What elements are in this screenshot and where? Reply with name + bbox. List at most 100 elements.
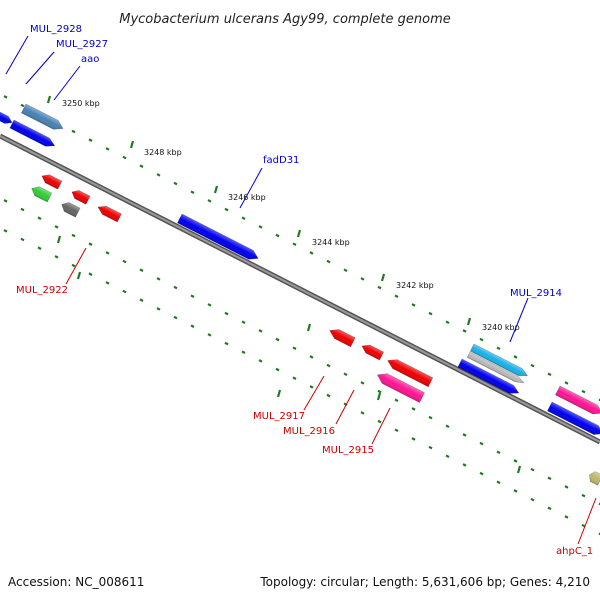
tick-dot-99 — [462, 463, 467, 467]
gene-mul-2917[interactable] — [327, 326, 356, 348]
tick-dot-89 — [292, 376, 297, 381]
tick-dot-52 — [275, 337, 280, 342]
major-tick-0 — [46, 95, 52, 104]
tick-label-3248: 3248 kbp — [144, 148, 182, 157]
gene-mul-2928[interactable] — [0, 109, 14, 126]
major-tick-9 — [516, 465, 522, 474]
gene-gray[interactable] — [59, 200, 81, 218]
tick-dot-77 — [88, 272, 93, 276]
gene-mul-2915-pink[interactable] — [375, 370, 425, 403]
major-tick-2 — [213, 185, 219, 194]
tick-dot-50 — [241, 320, 246, 324]
gene-label-mul-2914[interactable]: MUL_2914 — [510, 288, 562, 299]
major-tick-8 — [376, 392, 382, 401]
tick-label-3240: 3240 kbp — [482, 323, 520, 332]
tick-dot-90 — [309, 385, 314, 389]
tick-dot-78 — [105, 281, 110, 285]
tick-dot-94 — [377, 419, 382, 424]
callout-ahpc-1 — [577, 497, 597, 545]
tick-dot-38 — [37, 216, 42, 220]
tick-dot-93 — [360, 411, 365, 415]
gene-red-2[interactable] — [70, 188, 91, 205]
tick-dot-66 — [513, 459, 518, 463]
gene-label-mul-2915[interactable]: MUL_2915 — [322, 445, 374, 456]
gene-silver[interactable] — [466, 351, 525, 386]
gene-ahpc-1[interactable] — [587, 470, 600, 486]
tick-dot-21 — [360, 277, 365, 281]
tick-label-3250: 3250 kbp — [62, 99, 100, 108]
tick-dot-91 — [326, 393, 331, 398]
tick-dot-48 — [207, 303, 212, 307]
tick-dot-47 — [190, 294, 195, 298]
tick-dot-58 — [377, 389, 382, 394]
tick-dot-79 — [122, 289, 127, 294]
tick-dot-61 — [428, 415, 433, 420]
tick-dot-49 — [224, 311, 229, 316]
major-tick-5 — [466, 317, 472, 326]
tick-dot-36 — [3, 199, 8, 203]
gene-features — [0, 103, 600, 486]
tick-dot-5 — [88, 138, 93, 142]
tick-dot-24 — [411, 303, 416, 307]
tick-dot-88 — [275, 367, 280, 372]
tick-dot-11 — [190, 190, 195, 194]
tick-dot-15 — [258, 225, 263, 229]
tick-dot-0 — [3, 95, 8, 99]
tick-dot-46 — [173, 285, 178, 290]
tick-dot-82 — [173, 315, 178, 320]
callout-aao — [53, 65, 81, 101]
gene-label-mul-2916[interactable]: MUL_2916 — [283, 426, 335, 437]
tick-dot-83 — [190, 324, 195, 328]
tick-dot-81 — [156, 307, 161, 311]
gene-mul-2927[interactable] — [9, 119, 57, 150]
tick-dot-97 — [428, 445, 433, 450]
tick-dot-102 — [513, 489, 518, 493]
tick-dot-14 — [241, 216, 246, 220]
tick-dot-76 — [71, 263, 76, 268]
tick-dot-41 — [88, 242, 93, 246]
major-tick-10 — [76, 271, 82, 280]
tick-dot-13 — [224, 207, 229, 212]
gene-label-mul-2928[interactable]: MUL_2928 — [30, 24, 82, 35]
tick-dot-60 — [411, 407, 416, 411]
gene-label-mul-2927[interactable]: MUL_2927 — [56, 39, 108, 50]
tick-dot-37 — [20, 207, 25, 212]
tick-dot-75 — [54, 255, 59, 259]
callout-mul-2915 — [371, 407, 391, 445]
accession-text: Accession: NC_008611 — [8, 575, 144, 589]
gene-label-fadd31[interactable]: fadD31 — [263, 155, 299, 166]
tick-dot-23 — [394, 294, 399, 299]
tick-dot-29 — [496, 346, 501, 351]
gene-mul-2922[interactable] — [96, 203, 122, 223]
tick-dot-6 — [105, 147, 110, 151]
gene-fadd31[interactable] — [177, 213, 260, 263]
gene-aao[interactable] — [21, 103, 65, 133]
tick-dot-95 — [394, 428, 399, 433]
tick-dot-74 — [37, 246, 42, 250]
tick-dot-62 — [445, 424, 450, 429]
gene-right-blue[interactable] — [547, 401, 600, 438]
tick-dot-63 — [462, 433, 467, 437]
gene-mul-2914[interactable] — [457, 358, 521, 397]
gene-right-pink[interactable] — [555, 385, 600, 418]
tick-dot-67 — [530, 467, 535, 472]
gene-red-1[interactable] — [40, 172, 63, 190]
gene-label-mul-2917[interactable]: MUL_2917 — [253, 411, 305, 422]
gene-mul-2915[interactable] — [385, 356, 434, 388]
callout-mul-2922 — [65, 247, 87, 285]
gene-label-aao[interactable]: aao — [81, 54, 99, 65]
tick-dot-16 — [275, 233, 280, 238]
tick-dot-105 — [564, 515, 569, 519]
tick-dot-98 — [445, 454, 450, 459]
gene-mul-2916[interactable] — [360, 342, 385, 361]
tick-dot-33 — [564, 381, 569, 385]
gene-mul-2914-cyan[interactable] — [469, 343, 529, 379]
callout-fadd31 — [239, 167, 263, 209]
tick-dot-73 — [20, 237, 25, 242]
gene-green[interactable] — [29, 184, 53, 203]
tick-dot-19 — [326, 259, 331, 264]
gene-label-ahpc-1[interactable]: ahpC_1 — [556, 546, 593, 557]
tick-dot-103 — [530, 497, 535, 502]
gene-label-mul-2922[interactable]: MUL_2922 — [16, 285, 68, 296]
tick-dot-22 — [377, 285, 382, 290]
